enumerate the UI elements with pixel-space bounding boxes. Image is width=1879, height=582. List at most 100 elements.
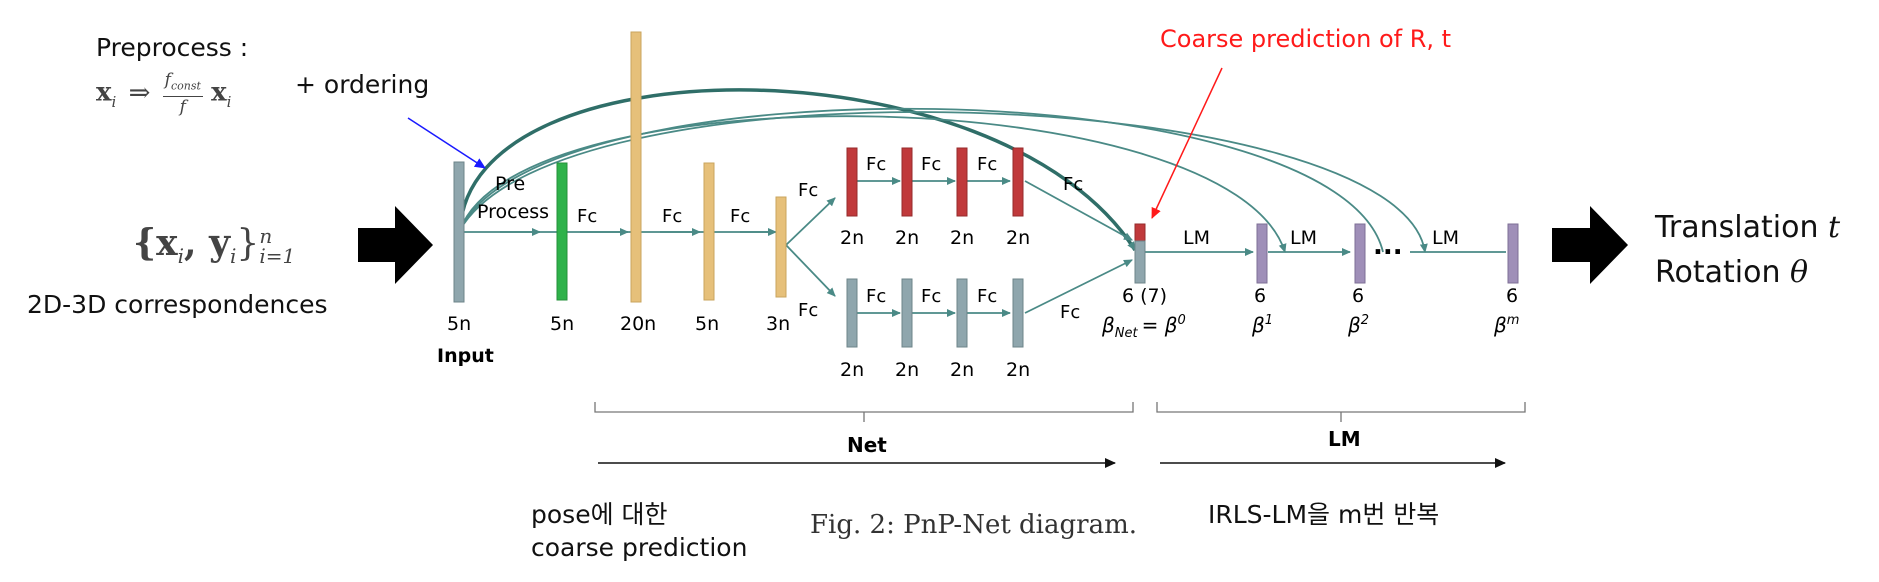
- skip-curve-3: [459, 111, 1428, 253]
- rotation-text: Rotation: [1655, 255, 1781, 290]
- lm-section-label: LM: [1328, 427, 1361, 451]
- formula-sub-lhs: i: [111, 92, 117, 111]
- formula-fraction: fconst f: [162, 70, 203, 118]
- lm-beta-m: βm: [1493, 313, 1519, 337]
- dim-label-2: 20n: [620, 313, 656, 335]
- input-block-arrow: [358, 206, 433, 284]
- formula-x-rhs: x: [211, 77, 227, 108]
- fc-label-red-2: Fc: [921, 154, 941, 175]
- fc-5n-layer-bar: [703, 162, 715, 301]
- red-branch-bar-1: [846, 147, 858, 217]
- lm-bar-1: [1256, 223, 1268, 284]
- fc-label-1: Fc: [577, 206, 597, 227]
- set-open: {x: [133, 222, 178, 264]
- set-sub-i2: i: [230, 244, 237, 269]
- gray-dim-2: 2n: [895, 359, 919, 381]
- translation-symbol: t: [1828, 210, 1841, 245]
- lm-beta-1: β1: [1251, 313, 1273, 337]
- fc-label-branch-down: Fc: [798, 300, 818, 321]
- preprocess-title: Preprocess :: [96, 33, 249, 62]
- fc-label-gray-2: Fc: [921, 286, 941, 307]
- red-branch-bar-3: [956, 147, 968, 217]
- preprocess-pointer-arrow: [407, 117, 486, 169]
- lm-beta-2-symbol: β: [1347, 313, 1361, 337]
- skip-curve-2: [459, 107, 1384, 253]
- formula-arrow: ⇒: [128, 77, 151, 108]
- lm-label-3: LM: [1432, 227, 1459, 249]
- preprocess-ordering: + ordering: [295, 70, 430, 99]
- fc-label-gray-1: Fc: [866, 286, 886, 307]
- frac-den: f: [179, 97, 186, 118]
- pre-label-1: Pre: [495, 173, 525, 195]
- pose-label-line2: coarse prediction: [531, 533, 748, 562]
- formula-sub-rhs: i: [226, 92, 232, 111]
- red-dim-2: 2n: [895, 227, 919, 249]
- fc-20n-layer-bar: [630, 31, 642, 303]
- beta-net-symbol: β: [1101, 313, 1115, 337]
- fc-label-red-3: Fc: [977, 154, 997, 175]
- output-rotation: Rotation θ: [1655, 255, 1808, 290]
- skip-curve-1: [459, 115, 1287, 253]
- set-sub: i=1: [259, 244, 296, 268]
- fc-label-3: Fc: [730, 206, 750, 227]
- fc-label-merge-up: Fc: [1063, 174, 1083, 195]
- formula-x-lhs: x: [96, 77, 112, 108]
- dim-label-1: 5n: [550, 313, 574, 335]
- skip-curve-main: [458, 88, 1137, 251]
- fc-label-red-1: Fc: [866, 154, 886, 175]
- preprocess-formula: xi ⇒ fconst f xi: [96, 70, 231, 117]
- coarse-prediction-label: Coarse prediction of R, t: [1160, 25, 1452, 53]
- fc-label-merge-down: Fc: [1060, 302, 1080, 323]
- input-layer-bar: [453, 161, 465, 303]
- red-dim-4: 2n: [1006, 227, 1030, 249]
- fc-label-branch-up: Fc: [798, 180, 818, 201]
- fc-3n-layer-bar: [775, 196, 787, 298]
- lm-beta-m-symbol: β: [1493, 313, 1507, 337]
- fc-label-2: Fc: [662, 206, 682, 227]
- coarse-pointer-arrow: [1151, 67, 1223, 219]
- beta-net-sup: 0: [1177, 313, 1185, 328]
- lm-label-2: LM: [1290, 227, 1317, 249]
- net-section-label: Net: [847, 433, 887, 457]
- beta-net-sub: Net: [1115, 326, 1139, 341]
- lm-beta-1-sup: 1: [1265, 313, 1273, 328]
- set-sup: n: [259, 224, 273, 248]
- merge-down-arrow: [1024, 259, 1133, 314]
- branch-down-arrow: [785, 244, 836, 297]
- input-dim-label: 5n: [447, 313, 471, 335]
- output-dim-label: 6 (7): [1122, 285, 1167, 307]
- preprocess-layer-bar: [556, 162, 568, 301]
- pose-label-line1: pose에 대한: [531, 500, 668, 529]
- dim-label-3: 5n: [695, 313, 719, 335]
- gray-branch-bar-3: [956, 278, 968, 348]
- lm-dim-1: 6: [1254, 285, 1266, 307]
- red-dim-3: 2n: [950, 227, 974, 249]
- red-dim-1: 2n: [840, 227, 864, 249]
- translation-text: Translation: [1655, 210, 1819, 245]
- lm-brace: [1156, 402, 1526, 413]
- irls-label: IRLS-LM을 m번 반복: [1208, 500, 1440, 529]
- gray-dim-3: 2n: [950, 359, 974, 381]
- beta-net-eq: = β: [1142, 313, 1178, 337]
- gray-branch-bar-4: [1012, 278, 1024, 348]
- set-sub-i: i: [177, 244, 185, 269]
- gray-branch-bar-2: [901, 278, 913, 348]
- net-brace: [594, 402, 1134, 413]
- gray-branch-bar-1: [846, 278, 858, 348]
- output-bar-gray: [1134, 240, 1146, 284]
- output-block-arrow: [1552, 206, 1628, 284]
- frac-num: f: [164, 70, 171, 90]
- dim-label-4: 3n: [766, 313, 790, 335]
- lm-beta-2-sup: 2: [1361, 313, 1369, 328]
- correspondences-label: 2D-3D correspondences: [27, 290, 328, 319]
- lm-label-1: LM: [1183, 227, 1210, 249]
- lm-dim-2: 6: [1352, 285, 1364, 307]
- lm-dim-3: 6: [1506, 285, 1518, 307]
- gray-dim-4: 2n: [1006, 359, 1030, 381]
- set-mid: , y: [184, 222, 231, 264]
- input-label: Input: [437, 345, 494, 367]
- lm-bar-m: [1507, 223, 1519, 284]
